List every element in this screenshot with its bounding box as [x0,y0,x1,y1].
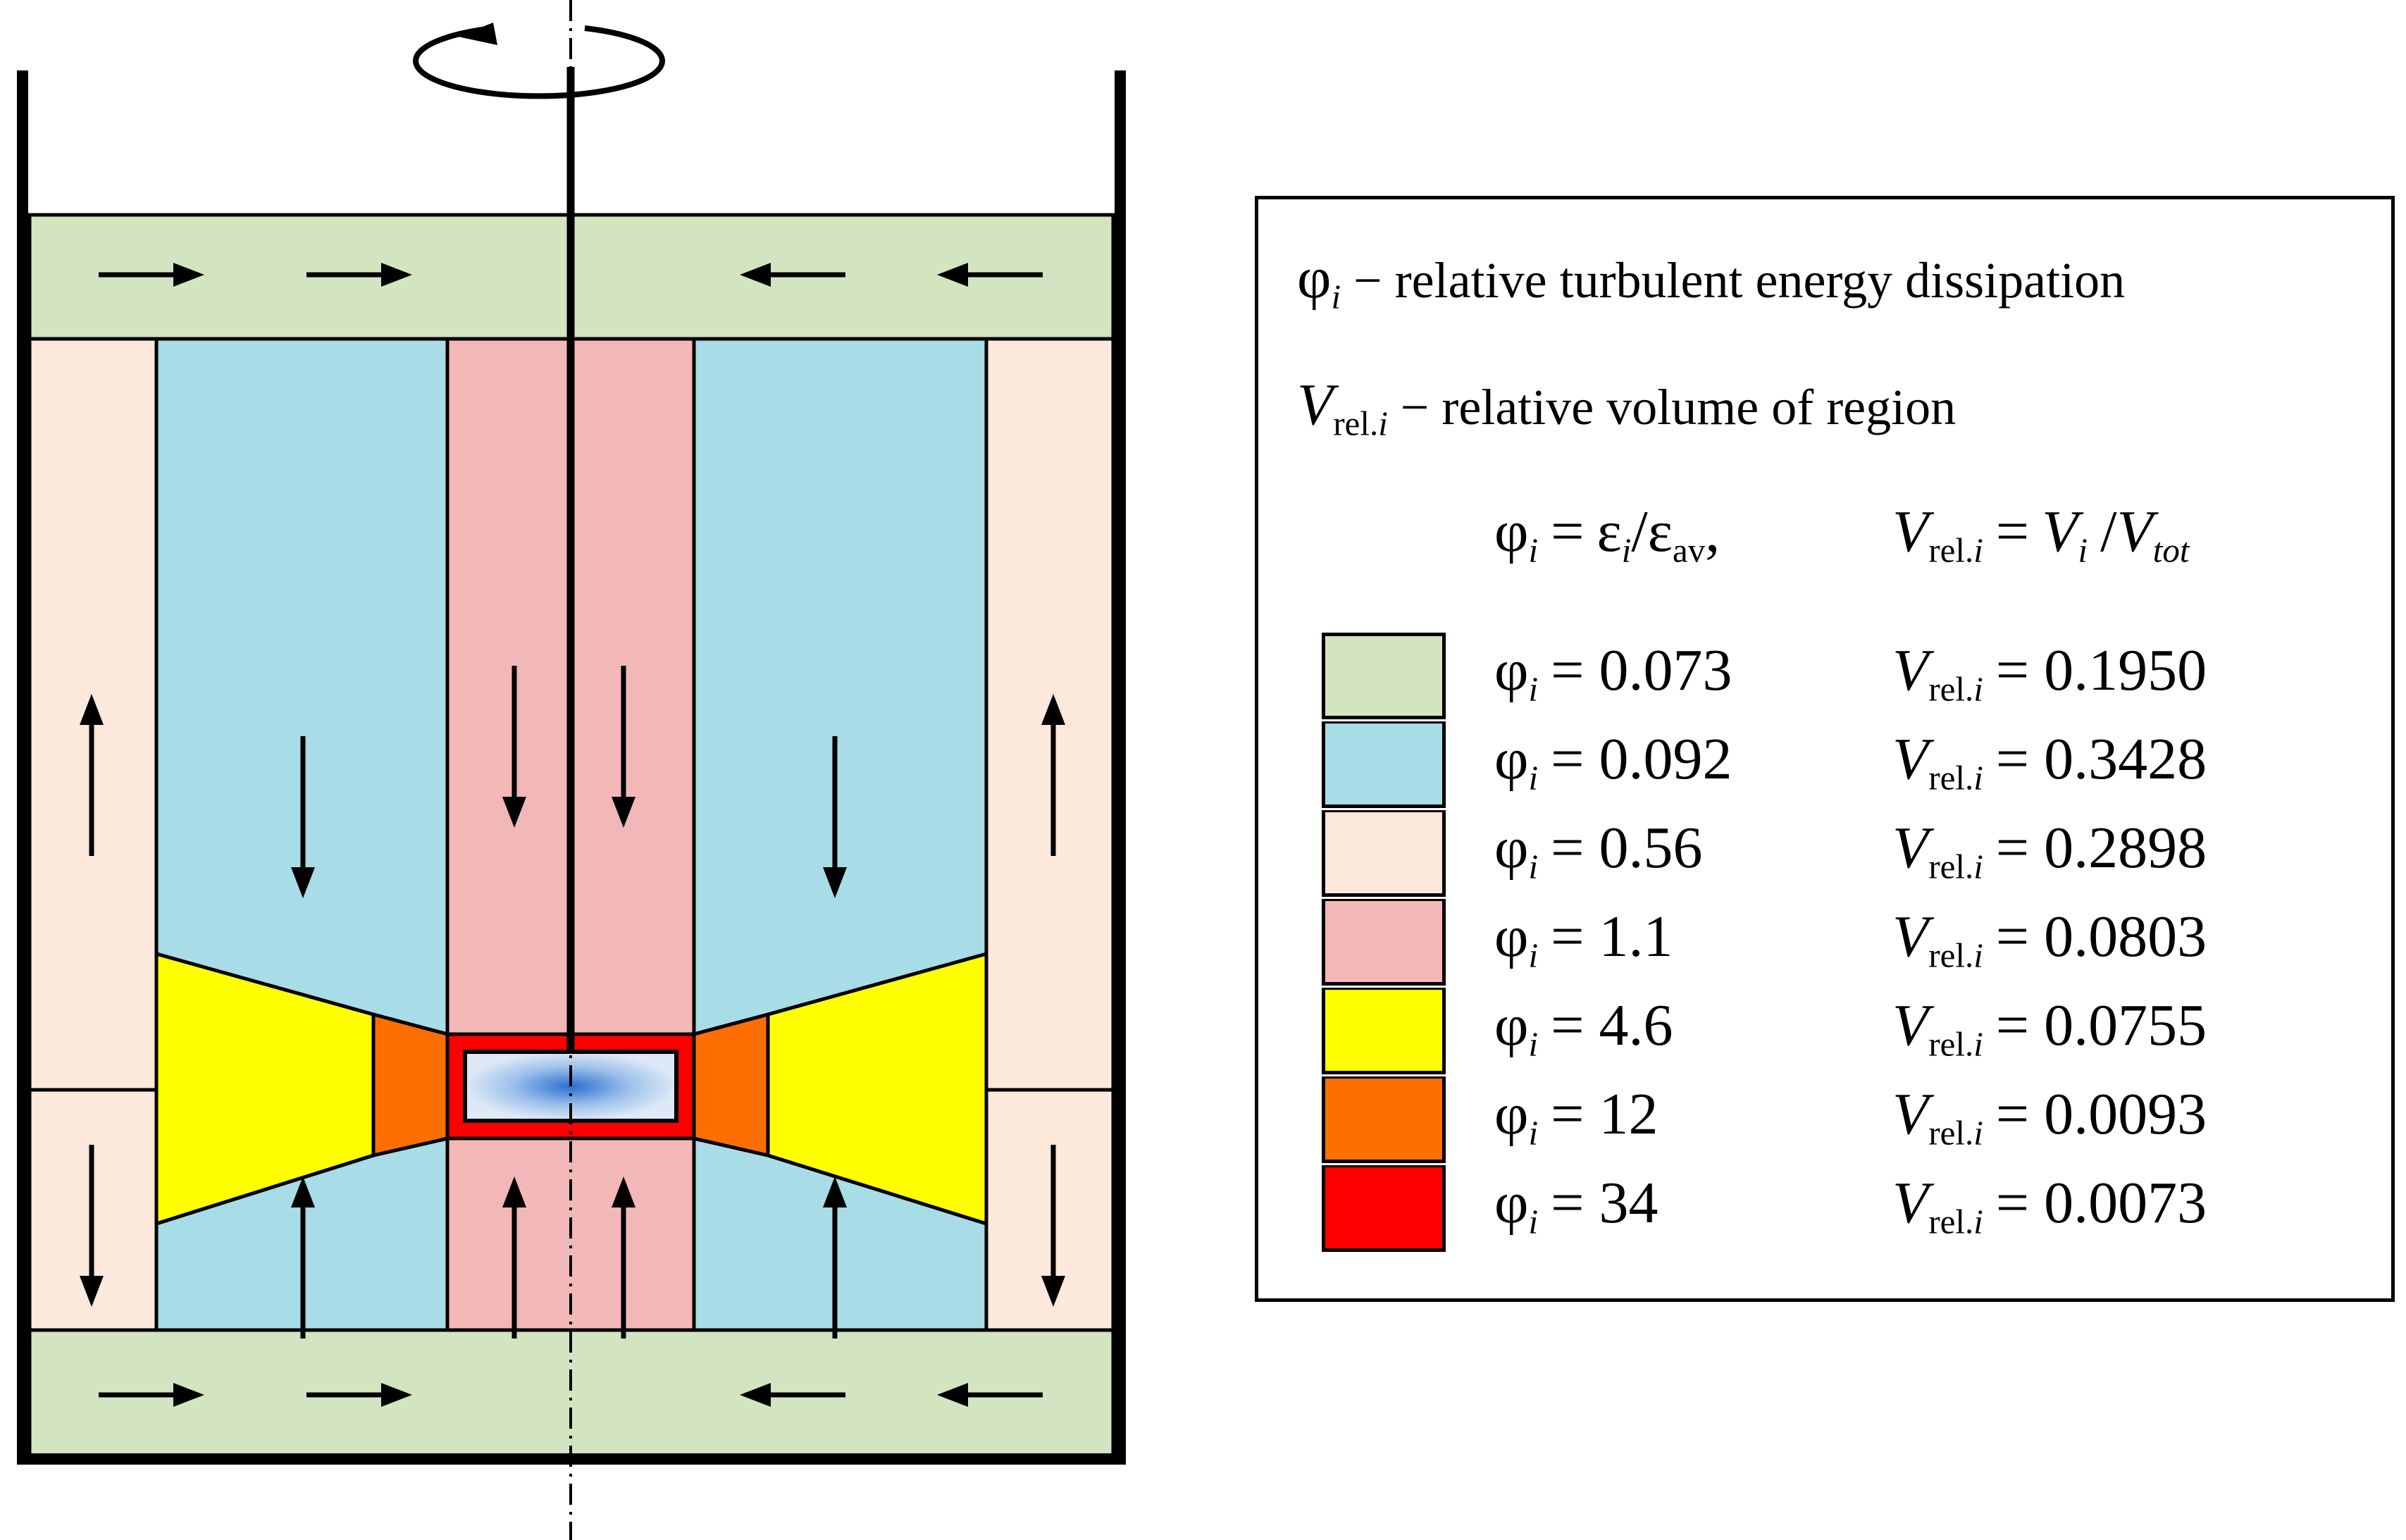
flow-arrow-icon [740,263,845,287]
legend-phi-value: φi = 1.1 [1494,904,1673,975]
flow-arrow-icon [740,1383,845,1407]
legend-swatch [1322,721,1446,808]
legend-phi-value: φi = 0.56 [1494,815,1703,886]
legend-vrel-value: Vrel.i = 0.2898 [1892,815,2207,886]
legend-phi-value: φi = 34 [1494,1170,1658,1241]
legend-phi-value: φi = 0.073 [1494,638,1732,709]
flow-arrow-icon [99,263,204,287]
region-upper-left-blue [154,337,449,1037]
legend-phi-definition: φi = εi/εav, [1494,499,1720,570]
legend-swatch [1322,633,1446,719]
flow-arrow-icon [80,1145,104,1307]
flow-arrow-icon [291,1176,315,1339]
legend-box: φi − relative turbulent energy dissipati… [1255,196,2395,1302]
legend-phi-value: φi = 0.092 [1494,726,1732,797]
legend-vrel-value: Vrel.i = 0.0755 [1892,993,2207,1064]
legend-vrel-value: Vrel.i = 0.1950 [1892,638,2207,709]
flow-arrow-icon [306,263,412,287]
legend-phi-description-line: φi − relative turbulent energy dissipati… [1297,245,2126,316]
flow-arrow-icon [937,263,1043,287]
legend-phi-description: relative turbulent energy dissipation [1394,252,2126,309]
flow-arrow-icon [291,736,315,898]
legend-vrel-value: Vrel.i = 0.0803 [1892,904,2207,975]
flow-arrows [80,263,1065,1407]
flow-arrow-icon [823,1176,847,1339]
legend-vrel-value: Vrel.i = 0.0073 [1892,1170,2207,1241]
flow-arrow-icon [612,1176,635,1339]
legend-swatch [1322,810,1446,897]
region-left-jet-orange [371,1012,449,1158]
rotation-arrow-icon [413,23,665,99]
legend-swatch [1322,899,1446,986]
flow-arrow-icon [502,1176,526,1339]
flow-arrow-icon [306,1383,412,1407]
legend-phi-value: φi = 12 [1494,1081,1658,1153]
flow-arrow-icon [502,666,526,828]
flow-arrow-icon [80,694,104,856]
flow-arrow-icon [1041,694,1065,856]
legend-swatch [1322,988,1446,1074]
legend-vrel-value: Vrel.i = 0.3428 [1892,726,2207,797]
flow-arrow-icon [823,736,847,898]
legend-vrel-description: relative volume of region [1441,379,1957,435]
flow-arrow-icon [937,1383,1043,1407]
region-right-jet-orange [692,1012,770,1158]
legend-swatch [1322,1076,1446,1163]
region-upper-right-blue [692,337,988,1037]
legend-vrel-definition: Vrel.i = Vi /Vtot [1892,499,2190,570]
flow-arrow-icon [612,666,635,828]
legend-swatch [1322,1165,1446,1252]
legend-vrel-value: Vrel.i = 0.0093 [1892,1081,2207,1153]
flow-arrow-icon [99,1383,204,1407]
flow-arrow-icon [1041,1145,1065,1307]
legend-vrel-description-line: Vrel.i − relative volume of region [1297,372,1957,443]
legend-phi-value: φi = 4.6 [1494,993,1673,1064]
